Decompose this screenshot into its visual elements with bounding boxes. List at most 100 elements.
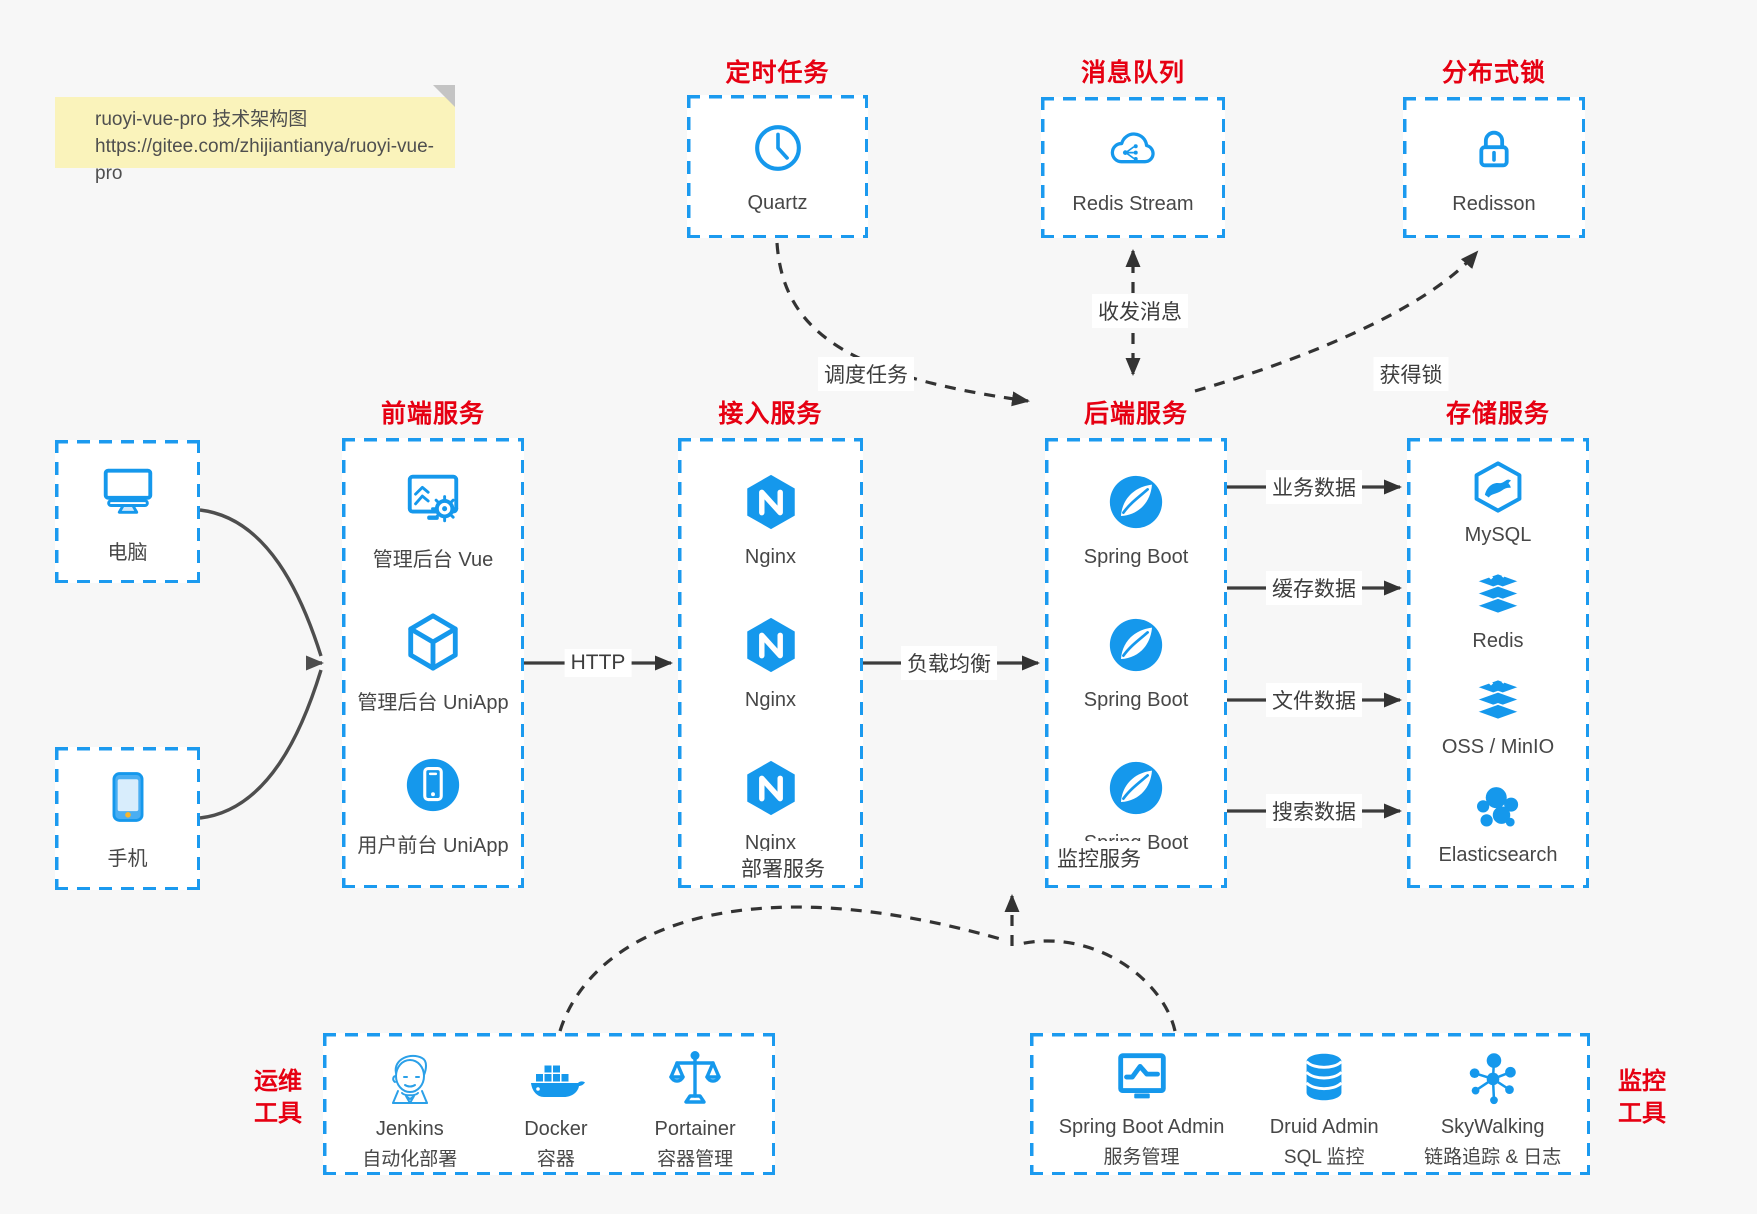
nginx-label: Nginx xyxy=(744,832,797,855)
redisson-box: Redisson xyxy=(1403,97,1585,238)
note-fold xyxy=(433,85,455,107)
skywalking-sub: 链路追踪 & 日志 xyxy=(1424,1147,1562,1168)
druid-admin-node: Druid Admin SQL 监控 xyxy=(1270,1047,1379,1169)
edge-label-monitor-service: 监控服务 xyxy=(1051,841,1147,875)
druid-admin-sub: SQL 监控 xyxy=(1283,1147,1365,1168)
oss-minio-node: OSS / MinIO xyxy=(1442,675,1554,759)
section-title-access: 接入服务 xyxy=(718,400,823,428)
edge-label-http: HTTP xyxy=(564,649,632,677)
nginx-icon xyxy=(740,757,802,824)
spring-boot-admin-sub: 服务管理 xyxy=(1103,1147,1180,1168)
section-title-scheduled-task: 定时任务 xyxy=(725,59,830,87)
portainer-icon xyxy=(663,1047,727,1116)
edge-label-deploy-service: 部署服务 xyxy=(735,851,831,885)
spring-boot-admin-node: Spring Boot Admin 服务管理 xyxy=(1058,1047,1225,1169)
nginx-icon xyxy=(740,614,802,681)
vue-admin-icon xyxy=(402,468,464,535)
spring-boot-node: Spring Boot xyxy=(1083,614,1189,712)
portainer-name: Portainer xyxy=(654,1118,736,1140)
storage-box: MySQL Redis OSS / MinIO Elasticsearch xyxy=(1407,438,1589,888)
database-icon xyxy=(1293,1047,1355,1114)
user-app-icon xyxy=(402,754,464,821)
jenkins-name: Jenkins xyxy=(375,1118,444,1140)
edge-label-load-balance: 负载均衡 xyxy=(901,646,997,680)
mysql-label: MySQL xyxy=(1464,524,1532,546)
druid-admin-name: Druid Admin xyxy=(1269,1116,1379,1138)
ops-tools-box: Jenkins 自动化部署 Docker 容器 Portainer 容器管理 xyxy=(323,1033,775,1175)
docker-node: Docker 容器 xyxy=(524,1047,588,1171)
redisson-label: Redisson xyxy=(1452,192,1536,215)
edge-label-file-data: 文件数据 xyxy=(1266,683,1362,717)
docker-sub: 容器 xyxy=(536,1149,575,1170)
frontend-box: 管理后台 Vue 管理后台 UniApp 用户前台 UniApp xyxy=(342,438,524,888)
edge-label-messaging: 收发消息 xyxy=(1092,294,1188,328)
monitor-tools-side-label: 监控 工具 xyxy=(1618,1068,1666,1127)
mobile-client-box: 手机 xyxy=(55,747,200,890)
jenkins-node: Jenkins 自动化部署 xyxy=(362,1047,457,1171)
spring-icon xyxy=(1105,757,1167,824)
computer-icon xyxy=(97,459,159,526)
edge-deploy-service xyxy=(558,905,1005,1032)
note-url: https://gitee.com/zhijiantianya/ruoyi-vu… xyxy=(95,136,434,184)
mysql-icon xyxy=(1470,459,1526,520)
portainer-sub: 容器管理 xyxy=(657,1149,734,1170)
spring-boot-admin-name: Spring Boot Admin xyxy=(1058,1116,1225,1138)
oss-minio-icon xyxy=(1470,675,1526,736)
nginx-label: Nginx xyxy=(744,545,797,568)
edge-label-acquire-lock: 获得锁 xyxy=(1373,357,1449,391)
note-title: ruoyi-vue-pro 技术架构图 xyxy=(95,109,308,130)
spring-boot-label: Spring Boot xyxy=(1083,545,1189,568)
sticky-note: ruoyi-vue-pro 技术架构图 https://gitee.com/zh… xyxy=(55,85,455,184)
mobile-client-label: 手机 xyxy=(107,847,148,870)
admin-uniapp-label: 管理后台 UniApp xyxy=(357,691,509,714)
redis-node: Redis xyxy=(1470,569,1526,653)
monitor-chart-icon xyxy=(1111,1047,1173,1114)
mysql-node: MySQL xyxy=(1464,459,1532,547)
docker-icon xyxy=(524,1047,588,1116)
elasticsearch-label: Elasticsearch xyxy=(1438,844,1558,866)
redis-stream-label: Redis Stream xyxy=(1072,192,1194,215)
quartz-box: Quartz xyxy=(687,95,868,238)
monitor-tools-box: Spring Boot Admin 服务管理 Druid Admin SQL 监… xyxy=(1030,1033,1590,1175)
docker-name: Docker xyxy=(524,1118,588,1140)
jenkins-sub: 自动化部署 xyxy=(362,1149,458,1170)
spring-boot-label: Spring Boot xyxy=(1083,688,1189,711)
edge-mobile-to-frontend xyxy=(199,669,323,820)
spring-boot-node: Spring Boot xyxy=(1083,471,1189,569)
section-title-backend: 后端服务 xyxy=(1083,400,1188,428)
edge-label-cache-data: 缓存数据 xyxy=(1266,571,1362,605)
user-uniapp-label: 用户前台 UniApp xyxy=(357,835,509,858)
user-uniapp-node: 用户前台 UniApp xyxy=(357,754,509,858)
ops-tools-side-label: 运维 工具 xyxy=(254,1068,302,1127)
nginx-icon xyxy=(740,471,802,538)
redis-stream-box: Redis Stream xyxy=(1041,97,1225,238)
uniapp-cube-icon xyxy=(402,611,464,678)
section-title-storage: 存储服务 xyxy=(1445,400,1550,428)
admin-vue-label: 管理后台 Vue xyxy=(372,548,494,571)
clock-icon xyxy=(749,119,807,182)
nginx-node: Nginx xyxy=(740,471,802,569)
skywalking-node: SkyWalking 链路追踪 & 日志 xyxy=(1424,1047,1561,1169)
pc-client-box: 电脑 xyxy=(55,440,200,583)
admin-uniapp-node: 管理后台 UniApp xyxy=(357,611,509,715)
elasticsearch-node: Elasticsearch xyxy=(1438,781,1558,867)
spring-icon xyxy=(1105,614,1167,681)
nginx-label: Nginx xyxy=(744,688,797,711)
phone-icon xyxy=(98,767,158,832)
mq-cloud-icon xyxy=(1104,120,1162,183)
nginx-node: Nginx xyxy=(740,757,802,855)
quartz-label: Quartz xyxy=(747,191,808,214)
edge-label-search-data: 搜索数据 xyxy=(1266,794,1362,828)
lock-icon xyxy=(1465,120,1523,183)
section-title-distributed-lock: 分布式锁 xyxy=(1441,59,1546,87)
spring-icon xyxy=(1105,471,1167,538)
node-network-icon xyxy=(1462,1047,1524,1114)
elasticsearch-icon xyxy=(1470,781,1526,842)
redis-icon xyxy=(1470,569,1526,630)
portainer-node: Portainer 容器管理 xyxy=(655,1047,736,1171)
edge-monitor-service xyxy=(1019,939,1177,1032)
admin-vue-node: 管理后台 Vue xyxy=(373,468,493,572)
jenkins-icon xyxy=(378,1047,442,1116)
edge-label-business-data: 业务数据 xyxy=(1266,470,1362,504)
